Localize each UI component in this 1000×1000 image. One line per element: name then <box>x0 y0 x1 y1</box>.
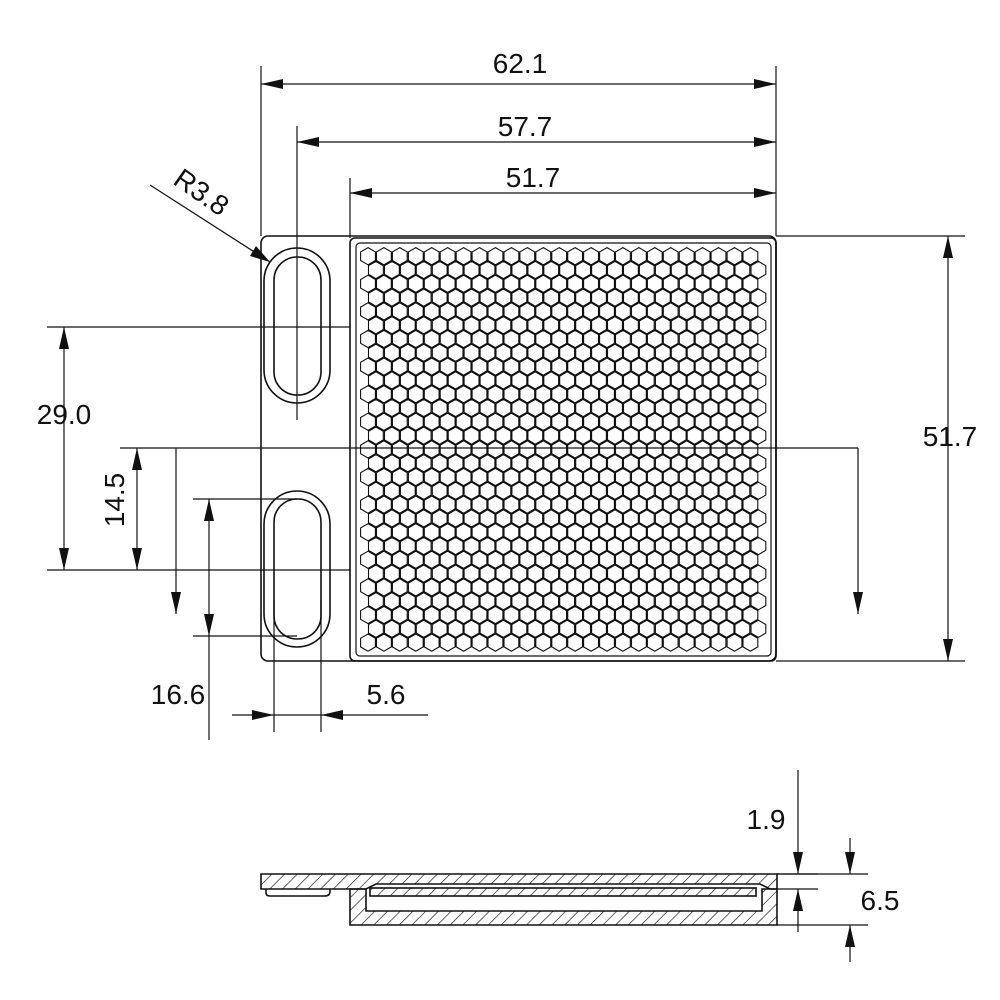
front-view <box>260 235 777 662</box>
dim-14-5-label: 14.5 <box>99 473 130 528</box>
dim-16-6-label: 16.6 <box>151 679 206 710</box>
dimension-reflector-height: 51.7 <box>776 235 978 662</box>
section-foot <box>265 889 331 897</box>
reflector-frame-outer <box>349 237 777 662</box>
dimension-slot-to-edge-width: 57.7 <box>296 111 776 420</box>
section-flange <box>260 873 778 890</box>
dimension-slot-center-offset: 14.5 <box>99 447 863 614</box>
dim-1-9-label: 1.9 <box>747 804 786 835</box>
dimension-reflector-width: 51.7 <box>349 162 776 238</box>
dim-29-0-label: 29.0 <box>37 399 92 430</box>
dimension-slot-spacing: 29.0 <box>37 326 350 571</box>
dimension-total-thickness: 6.5 <box>777 838 899 962</box>
side-section-view <box>260 873 778 926</box>
dim-6-5-label: 6.5 <box>861 885 900 916</box>
reflector-frame-inner <box>355 242 772 657</box>
lower-mounting-slot <box>263 490 331 648</box>
dim-r3-8-label: R3.8 <box>168 163 234 222</box>
dimension-slot-length: 16.6 <box>151 498 297 740</box>
dimension-flange-thickness: 1.9 <box>747 770 818 932</box>
dim-51-7-top-label: 51.7 <box>506 162 561 193</box>
dim-5-6-label: 5.6 <box>367 679 406 710</box>
lower-slot-inner <box>273 498 322 640</box>
dimension-slot-width: 5.6 <box>232 600 428 732</box>
dim-62-1-label: 62.1 <box>493 48 548 79</box>
honeycomb-reflector-pattern <box>360 246 767 652</box>
lower-slot-outer <box>263 490 331 648</box>
dim-51-7-right-label: 51.7 <box>923 421 978 452</box>
honeycomb-cells <box>360 246 767 652</box>
dimension-overall-width: 62.1 <box>260 48 777 236</box>
dimension-slot-radius: R3.8 <box>149 163 271 263</box>
dim-57-7-label: 57.7 <box>498 111 553 142</box>
section-housing <box>349 888 778 926</box>
section-reflector-element <box>369 887 757 897</box>
